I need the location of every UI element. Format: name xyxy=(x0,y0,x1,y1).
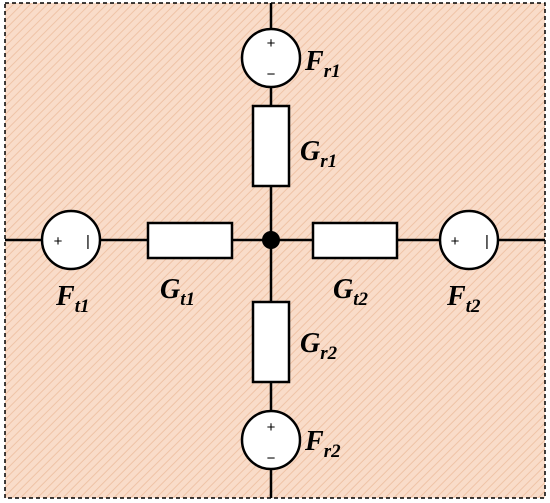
label-gr2-sub: r2 xyxy=(320,343,337,364)
label-fr2: Fr2 xyxy=(304,426,341,462)
source-ft2: + | xyxy=(438,209,500,271)
label-gt1-sub: t1 xyxy=(180,289,195,310)
source-ft2-minus: | xyxy=(485,233,489,250)
label-ft1-base: F xyxy=(55,281,75,312)
label-fr2-sub: r2 xyxy=(324,441,341,462)
label-gt2: Gt2 xyxy=(333,274,369,310)
label-gr1: Gr1 xyxy=(300,136,337,172)
resistor-gr2 xyxy=(251,300,291,384)
label-fr1-sub: r1 xyxy=(324,61,341,82)
source-fr1-plus: + xyxy=(267,35,276,52)
source-fr2-circle xyxy=(240,409,302,471)
resistor-gr1 xyxy=(251,104,291,188)
label-gt2-sub: t2 xyxy=(353,289,368,310)
label-ft2-sub: t2 xyxy=(466,296,481,317)
source-fr2-minus: − xyxy=(267,450,276,467)
label-ft2: Ft2 xyxy=(446,281,481,317)
resistor-gt1 xyxy=(146,221,234,260)
label-fr2-base: F xyxy=(304,426,324,457)
junction-node xyxy=(262,231,280,249)
source-ft1-minus: | xyxy=(86,233,90,250)
source-fr2: + − xyxy=(240,409,302,471)
source-ft1: + | xyxy=(40,209,102,271)
resistor-gt2 xyxy=(311,221,399,260)
source-fr1: + − xyxy=(240,27,302,89)
source-fr2-plus: + xyxy=(267,419,276,436)
label-fr1: Fr1 xyxy=(304,46,341,82)
label-gr1-sub: r1 xyxy=(320,151,337,172)
label-gt2-base: G xyxy=(333,274,353,305)
source-fr1-circle xyxy=(240,27,302,89)
source-ft1-plus: + xyxy=(54,233,63,250)
source-fr1-minus: − xyxy=(267,66,276,83)
source-ft2-plus: + xyxy=(451,233,460,250)
label-gr2: Gr2 xyxy=(300,328,338,364)
label-gr1-base: G xyxy=(300,136,320,167)
source-ft1-circle xyxy=(40,209,102,271)
label-gr2-base: G xyxy=(300,328,320,359)
label-gt1-base: G xyxy=(160,274,180,305)
label-ft1: Ft1 xyxy=(55,281,89,317)
label-fr1-base: F xyxy=(304,46,324,77)
label-ft2-base: F xyxy=(446,281,466,312)
source-ft2-circle xyxy=(438,209,500,271)
label-ft1-sub: t1 xyxy=(75,296,90,317)
label-gt1: Gt1 xyxy=(160,274,195,310)
